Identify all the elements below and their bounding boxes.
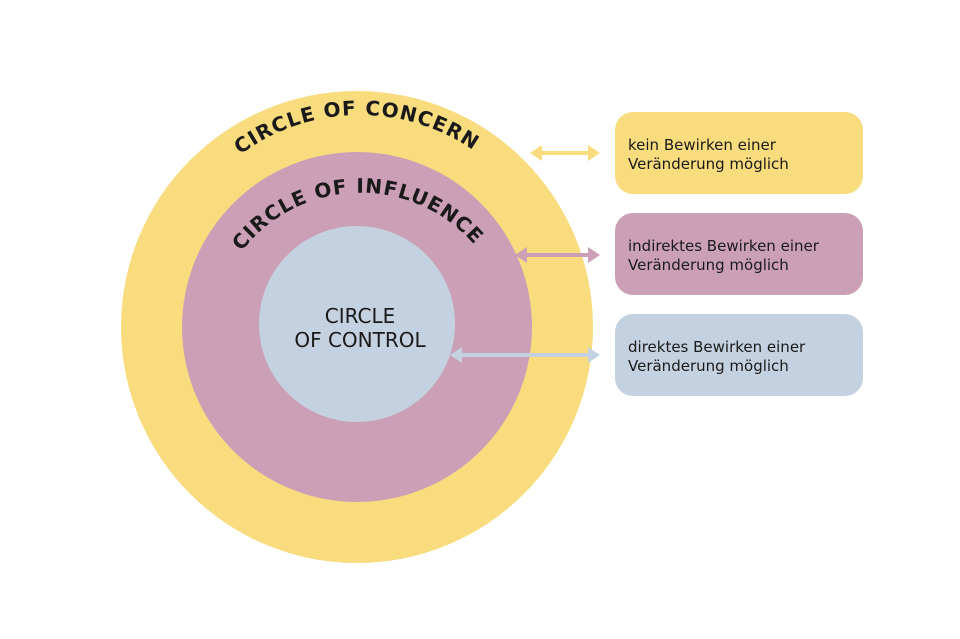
info-box-control-line2: Veränderung möglich xyxy=(628,357,789,375)
circle-of-control-label-line2: OF CONTROL xyxy=(294,328,426,352)
double-arrow-icon xyxy=(515,247,600,263)
info-box-control-line1: direktes Bewirken einer xyxy=(628,338,806,356)
double-arrow-icon xyxy=(530,145,600,161)
circle-of-control xyxy=(259,226,455,422)
info-box-influence-line1: indirektes Bewirken einer xyxy=(628,237,819,255)
info-box-influence-line2: Veränderung möglich xyxy=(628,256,789,274)
info-box-control: direktes Bewirken einer Veränderung mögl… xyxy=(615,314,863,396)
info-box-influence: indirektes Bewirken einer Veränderung mö… xyxy=(615,213,863,295)
info-box-concern: kein Bewirken einer Veränderung möglich xyxy=(615,112,863,194)
double-arrow-icon xyxy=(450,347,600,363)
info-box-concern-line2: Veränderung möglich xyxy=(628,155,789,173)
circle-of-control-label-line1: CIRCLE xyxy=(325,304,396,328)
info-box-concern-line1: kein Bewirken einer xyxy=(628,136,776,154)
